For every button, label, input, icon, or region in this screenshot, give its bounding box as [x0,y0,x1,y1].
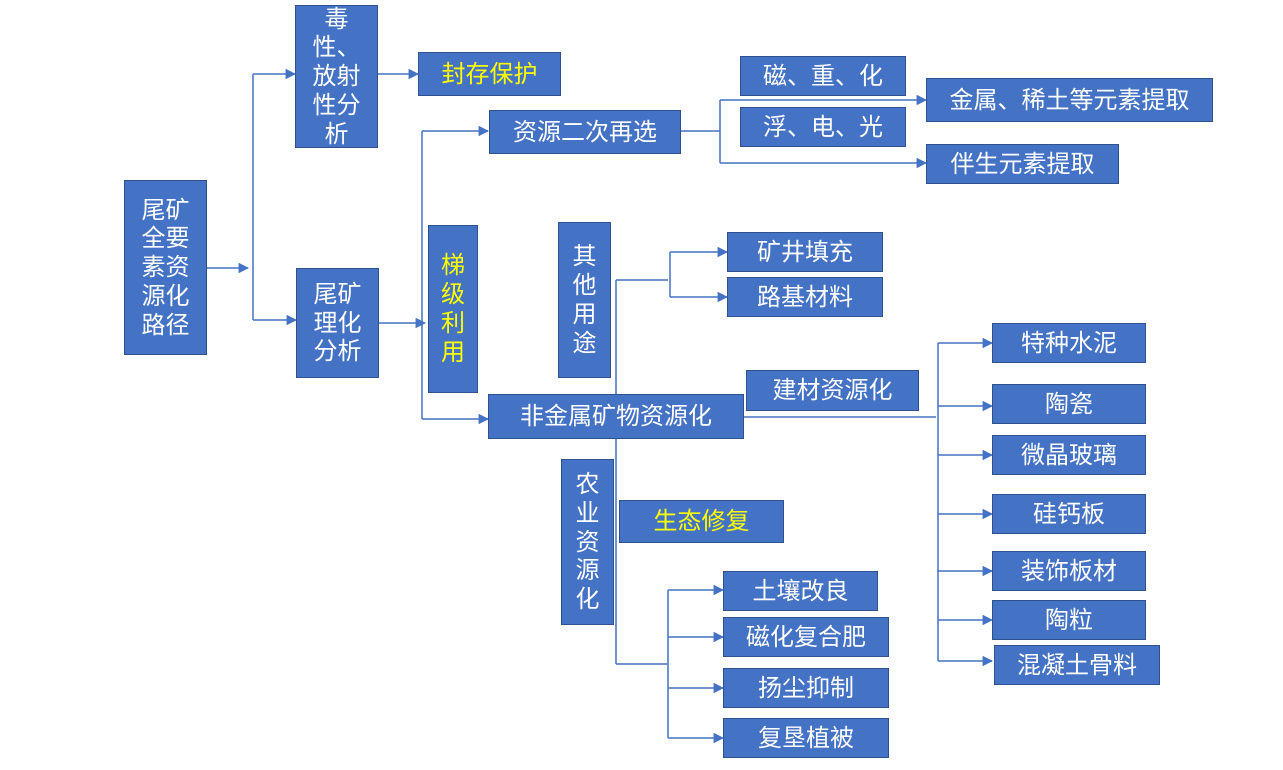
node-magnetized-fertilizer: 磁化复合肥 [723,617,889,657]
node-building-materials: 建材资源化 [746,370,919,411]
node-metal-extraction: 金属、稀土等元素提取 [926,78,1213,122]
node-calcium-silicate-board: 硅钙板 [992,494,1146,534]
node-decorative-board: 装饰板材 [992,551,1146,591]
node-dust-suppression: 扬尘抑制 [723,668,889,708]
node-eco-restoration: 生态修复 [619,500,784,543]
node-reselect: 资源二次再选 [489,110,681,154]
node-concrete-aggregate: 混凝土骨料 [994,645,1160,685]
node-glass-ceramic: 微晶玻璃 [992,435,1146,475]
node-cascade: 梯级利用 [428,225,478,393]
node-storage: 封存保护 [418,52,561,96]
node-root: 尾矿全要素资源化路径 [124,180,207,355]
node-ceramsite: 陶粒 [992,600,1146,640]
node-nonmetal: 非金属矿物资源化 [488,394,744,439]
node-mine-fill: 矿井填充 [727,232,883,272]
node-agriculture: 农业资源化 [561,459,614,625]
node-magnetic: 磁、重、化 [740,56,906,96]
node-ceramics: 陶瓷 [992,384,1146,424]
node-reclamation-vegetation: 复垦植被 [723,718,889,758]
node-associated-elements: 伴生元素提取 [926,144,1119,184]
node-other-uses: 其他用途 [558,222,611,378]
node-special-cement: 特种水泥 [992,323,1146,363]
node-flotation: 浮、电、光 [740,107,906,147]
node-physchem: 尾矿理化分析 [296,268,379,378]
node-toxicity: 毒性、放射性分析 [295,5,378,148]
node-roadbed: 路基材料 [727,277,883,317]
node-soil-improvement: 土壤改良 [723,571,878,611]
